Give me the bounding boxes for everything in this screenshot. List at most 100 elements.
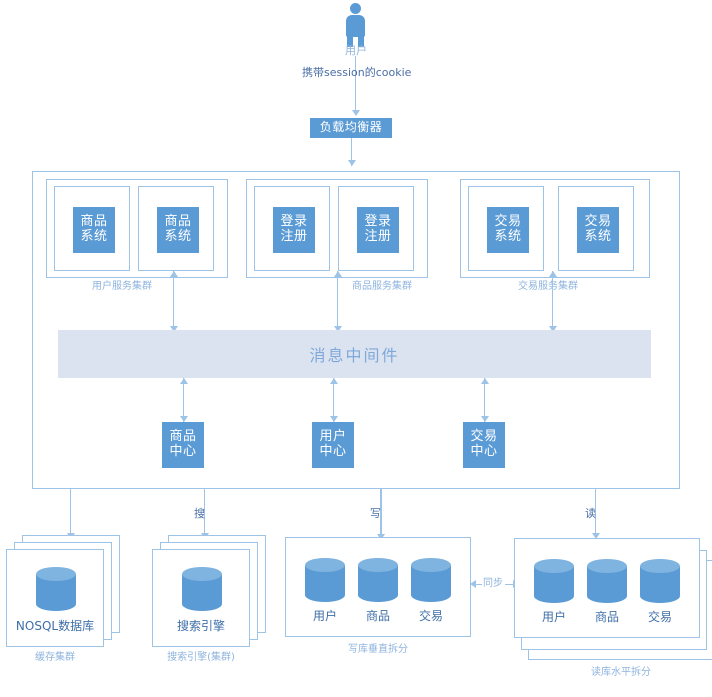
cluster-1-mw-arrow-up bbox=[170, 271, 178, 277]
read-db-icon-3 bbox=[640, 559, 680, 603]
service-node-box: 商品 系统 bbox=[73, 207, 115, 253]
storage-link-4-line bbox=[595, 489, 596, 537]
service-node-box: 商品 系统 bbox=[157, 207, 199, 253]
storage-link-1-line bbox=[70, 489, 71, 537]
center-box-line-1: 用户 bbox=[319, 429, 347, 445]
mw-center-1-line bbox=[183, 378, 184, 422]
service-cluster-3-node-2[interactable]: 交易 系统 bbox=[558, 186, 634, 271]
center-box-2[interactable]: 用户 中心 bbox=[312, 422, 354, 468]
mw-center-1-arrow-up bbox=[180, 378, 188, 384]
user-actor bbox=[340, 3, 372, 47]
read-db-caption: 读库水平拆分 bbox=[591, 667, 651, 678]
service-node-line-1: 登录 bbox=[364, 214, 392, 230]
center-box-line-1: 商品 bbox=[169, 429, 197, 445]
sync-label: 同步 bbox=[483, 578, 503, 589]
service-cluster-2-node-1[interactable]: 登录 注册 bbox=[254, 186, 330, 271]
service-node-line-1: 交易 bbox=[494, 214, 522, 230]
service-cluster-3-node-1[interactable]: 交易 系统 bbox=[468, 186, 544, 271]
load-balancer-box[interactable]: 负载均衡器 bbox=[310, 118, 392, 138]
nosql-db-name: NOSQL数据库 bbox=[15, 619, 95, 633]
search-caption: 搜索引擎(集群) bbox=[167, 652, 235, 663]
storage-link-2-label: 搜 bbox=[194, 507, 205, 520]
sync-line-left bbox=[472, 584, 482, 585]
service-cluster-2-caption: 商品服务集群 bbox=[352, 281, 412, 292]
read-db-name-2: 商品 bbox=[594, 610, 619, 624]
write-db-icon-1 bbox=[305, 558, 345, 602]
cluster-1-mw-line bbox=[173, 271, 174, 332]
service-node-line-2: 系统 bbox=[80, 229, 108, 244]
search-db-name: 搜索引擎 bbox=[176, 619, 225, 633]
storage-link-3-label: 写 bbox=[370, 507, 381, 520]
center-box-line-2: 中心 bbox=[319, 444, 347, 459]
center-box-line-1: 交易 bbox=[470, 429, 498, 445]
storage-link-4-label: 读 bbox=[585, 507, 596, 520]
user-leg-left-icon bbox=[347, 36, 353, 47]
service-node-line-2: 注册 bbox=[280, 229, 308, 244]
write-db-card[interactable]: 用户 商品 交易 bbox=[285, 537, 471, 637]
mw-center-2-arrow-up bbox=[330, 378, 338, 384]
cookie-label: 携带session的cookie bbox=[302, 66, 412, 79]
service-node-box: 登录 注册 bbox=[273, 207, 315, 253]
search-card-front[interactable]: 搜索引擎 bbox=[152, 549, 250, 647]
cluster-1-mw-arrow-down bbox=[170, 326, 178, 332]
service-node-line-2: 系统 bbox=[164, 229, 192, 244]
service-node-line-2: 注册 bbox=[364, 229, 392, 244]
service-node-line-2: 系统 bbox=[584, 229, 612, 244]
read-db-icon-2 bbox=[587, 559, 627, 603]
service-cluster-2-node-2[interactable]: 登录 注册 bbox=[338, 186, 414, 271]
message-middleware-bar[interactable]: 消息中间件 bbox=[58, 330, 651, 378]
service-node-box: 登录 注册 bbox=[357, 207, 399, 253]
nosql-db-icon bbox=[36, 567, 76, 611]
read-db-name-1: 用户 bbox=[541, 610, 566, 624]
cluster-3-mw-line bbox=[552, 271, 553, 332]
center-box-line-2: 中心 bbox=[169, 444, 197, 459]
center-box-1[interactable]: 商品 中心 bbox=[162, 422, 204, 468]
sync-line-right bbox=[505, 584, 515, 585]
read-db-card-front[interactable]: 用户 商品 交易 bbox=[514, 538, 700, 638]
user-head-icon bbox=[350, 3, 361, 14]
message-middleware-label: 消息中间件 bbox=[309, 346, 400, 365]
write-db-icon-3 bbox=[411, 558, 451, 602]
nosql-caption: 缓存集群 bbox=[35, 652, 75, 663]
cluster-3-mw-arrow-down bbox=[549, 326, 557, 332]
user-label: 用户 bbox=[345, 44, 367, 57]
search-db-icon bbox=[182, 567, 222, 611]
service-node-line-1: 商品 bbox=[164, 214, 192, 230]
load-balancer-label: 负载均衡器 bbox=[319, 120, 383, 135]
mw-center-3-line bbox=[484, 378, 485, 422]
cluster-2-mw-arrow-up bbox=[334, 271, 342, 277]
center-box-line-2: 中心 bbox=[470, 444, 498, 459]
service-node-line-1: 交易 bbox=[584, 214, 612, 230]
lb-to-main-arrow bbox=[348, 160, 356, 166]
mw-center-3-arrow-up bbox=[481, 378, 489, 384]
user-to-lb-arrow bbox=[352, 110, 360, 116]
user-body-icon bbox=[346, 15, 365, 37]
cluster-2-mw-line bbox=[337, 271, 338, 332]
write-db-icon-2 bbox=[358, 558, 398, 602]
nosql-card-front[interactable]: NOSQL数据库 bbox=[6, 549, 104, 647]
read-db-name-3: 交易 bbox=[647, 610, 672, 624]
write-db-name-1: 用户 bbox=[312, 609, 337, 623]
service-cluster-1-node-2[interactable]: 商品 系统 bbox=[138, 186, 214, 271]
service-cluster-1-node-1[interactable]: 商品 系统 bbox=[54, 186, 130, 271]
service-node-line-2: 系统 bbox=[494, 229, 522, 244]
mw-center-3-arrow-down bbox=[481, 416, 489, 422]
cluster-2-mw-arrow-down bbox=[334, 326, 342, 332]
service-cluster-1-caption: 用户服务集群 bbox=[92, 281, 152, 292]
cluster-3-mw-arrow-up bbox=[549, 271, 557, 277]
lb-to-main-line bbox=[351, 138, 352, 166]
write-db-name-3: 交易 bbox=[418, 609, 443, 623]
storage-link-2-line bbox=[204, 489, 205, 537]
write-db-caption: 写库垂直拆分 bbox=[348, 644, 408, 655]
storage-link-3-line bbox=[380, 489, 382, 539]
service-node-line-1: 登录 bbox=[280, 214, 308, 230]
center-box-3[interactable]: 交易 中心 bbox=[463, 422, 505, 468]
user-to-lb-line bbox=[355, 56, 356, 112]
service-cluster-3-caption: 交易服务集群 bbox=[518, 281, 578, 292]
write-db-name-2: 商品 bbox=[365, 609, 390, 623]
service-node-line-1: 商品 bbox=[80, 214, 108, 230]
storage-link-4-arrow bbox=[592, 533, 600, 539]
service-node-box: 交易 系统 bbox=[487, 207, 529, 253]
service-node-box: 交易 系统 bbox=[577, 207, 619, 253]
mw-center-2-line bbox=[333, 378, 334, 422]
